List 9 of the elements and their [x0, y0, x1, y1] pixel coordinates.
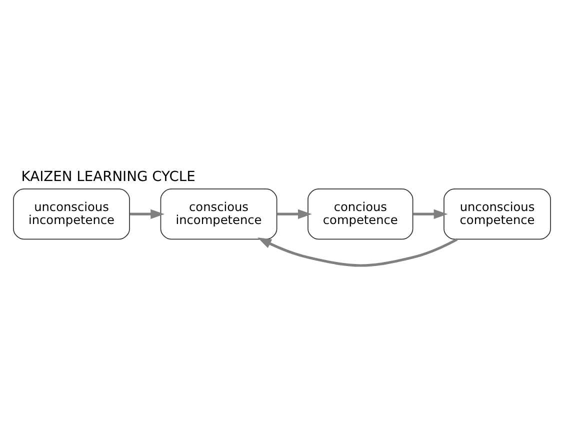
- node-box: conscious incompetence: [160, 188, 278, 240]
- arrow: [130, 208, 164, 218]
- arrow: [413, 208, 448, 218]
- node-box: concious competence: [308, 188, 414, 240]
- node-box: unconscious competence: [444, 188, 551, 240]
- arrow: [276, 208, 312, 218]
- arrow: [258, 237, 458, 266]
- node-box: unconscious incompetence: [13, 188, 130, 240]
- diagram-title: KAIZEN LEARNING CYCLE: [21, 168, 196, 185]
